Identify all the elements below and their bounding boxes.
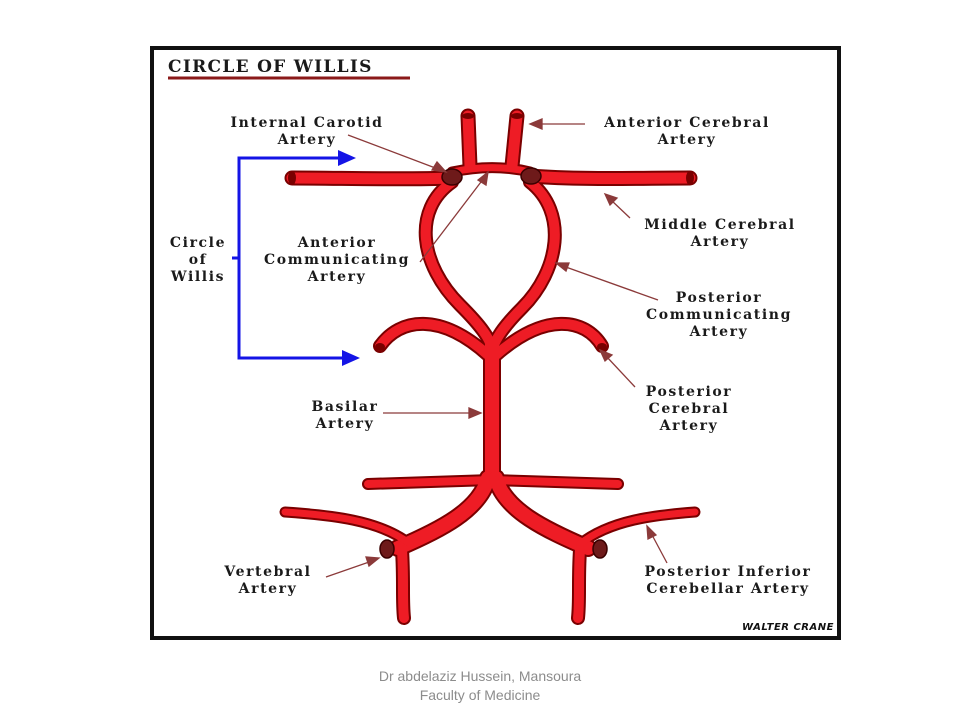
svg-text:of: of: [189, 252, 208, 268]
circle-bracket: [232, 156, 342, 360]
right-vertebral-junction: [592, 539, 608, 559]
slide-footer: Dr abdelaziz Hussein, Mansoura Faculty o…: [330, 667, 630, 705]
svg-text:Artery: Artery: [277, 132, 337, 148]
svg-text:Willis: Willis: [170, 269, 225, 285]
footer-line-1: Dr abdelaziz Hussein, Mansoura: [378, 668, 582, 684]
label-anterior-cerebral: Anterior Cerebral Artery: [603, 115, 770, 148]
right-ica-junction: [520, 167, 542, 185]
svg-text:Artery: Artery: [690, 234, 750, 250]
svg-text:Anterior Cerebral: Anterior Cerebral: [603, 115, 770, 131]
svg-text:Artery: Artery: [307, 269, 367, 285]
label-basilar: Basilar Artery: [311, 399, 378, 432]
diagram-title: CIRCLE OF WILLIS: [168, 57, 373, 77]
svg-text:Artery: Artery: [238, 581, 298, 597]
svg-text:Posterior: Posterior: [676, 290, 763, 306]
bracket-arrow-top: [338, 150, 356, 166]
label-circle-of-willis: Circle of Willis: [170, 235, 226, 285]
artist-signature: WALTER CRANE: [742, 622, 834, 633]
svg-text:Internal Carotid: Internal Carotid: [230, 115, 383, 131]
left-vertebral-junction: [379, 539, 395, 559]
artery-network: [279, 108, 701, 625]
svg-text:Cerebral: Cerebral: [649, 401, 730, 417]
svg-text:Anterior: Anterior: [297, 235, 377, 251]
svg-text:Artery: Artery: [315, 416, 375, 432]
label-posterior-communicating: Posterior Communicating Artery: [646, 290, 792, 340]
svg-text:Posterior Inferior: Posterior Inferior: [645, 564, 812, 580]
svg-text:Posterior: Posterior: [646, 384, 733, 400]
svg-text:Vertebral: Vertebral: [223, 564, 311, 580]
svg-text:Communicating: Communicating: [264, 252, 410, 268]
footer-line-2: Faculty of Medicine: [419, 687, 541, 703]
svg-text:Circle: Circle: [170, 235, 226, 251]
pointer-lines: [325, 118, 668, 578]
label-posterior-cerebral: Posterior Cerebral Artery: [646, 384, 733, 434]
label-internal-carotid: Internal Carotid Artery: [230, 115, 383, 148]
svg-text:Artery: Artery: [689, 324, 749, 340]
svg-text:Artery: Artery: [657, 132, 717, 148]
svg-text:Communicating: Communicating: [646, 307, 792, 323]
label-vertebral: Vertebral Artery: [223, 564, 311, 597]
svg-text:Artery: Artery: [659, 418, 719, 434]
left-ica-junction: [441, 168, 463, 186]
svg-text:Middle Cerebral: Middle Cerebral: [644, 217, 795, 233]
bracket-arrow-bottom: [342, 350, 360, 366]
label-pica: Posterior Inferior Cerebellar Artery: [645, 564, 812, 597]
label-middle-cerebral: Middle Cerebral Artery: [644, 217, 795, 250]
svg-text:Cerebellar Artery: Cerebellar Artery: [646, 581, 809, 597]
svg-text:Basilar: Basilar: [311, 399, 378, 415]
label-anterior-communicating: Anterior Communicating Artery: [264, 235, 410, 285]
bracket-arrowheads: [338, 150, 360, 366]
